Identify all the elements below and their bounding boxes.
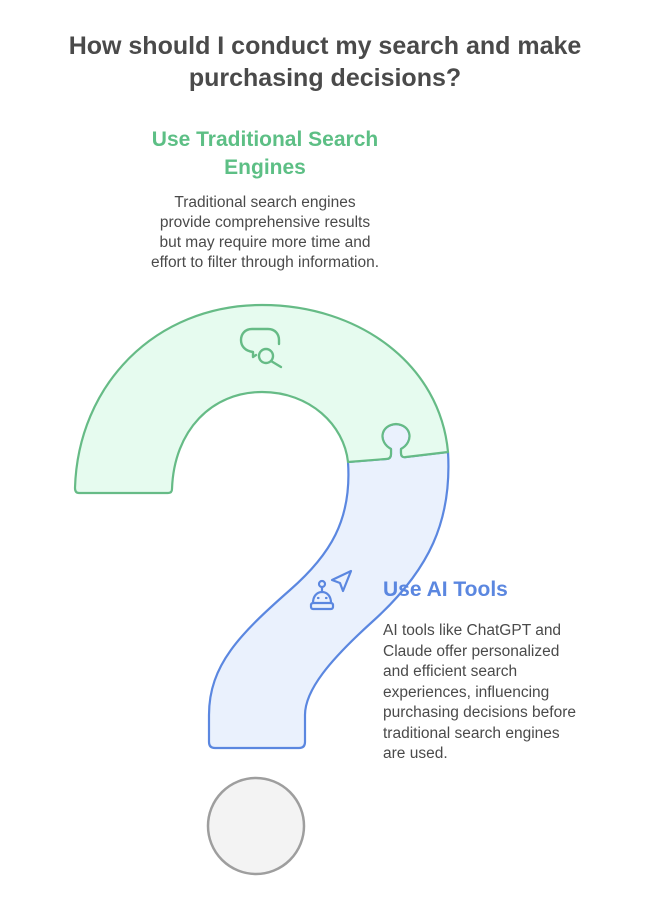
page-title: How should I conduct my search and make … bbox=[0, 30, 650, 94]
heading-line: Use Traditional Search bbox=[151, 128, 379, 151]
traditional-search-heading: Use Traditional Search Engines bbox=[110, 126, 420, 182]
ai-tools-heading: Use AI Tools bbox=[383, 576, 643, 604]
description-line: and efficient search bbox=[383, 663, 518, 680]
description-line: effort to filter through information. bbox=[150, 254, 380, 271]
description-line: provide comprehensive results bbox=[159, 214, 371, 231]
description-line: experiences, influencing bbox=[383, 683, 550, 701]
description-line: AI tools like ChatGPT and bbox=[383, 622, 562, 639]
heading-line: Use AI Tools bbox=[383, 578, 508, 601]
chat-search-icon bbox=[239, 327, 283, 369]
description-line: traditional search engines bbox=[383, 724, 560, 742]
question-mark-dot bbox=[206, 776, 306, 876]
title-line: purchasing decisions? bbox=[188, 64, 462, 92]
description-line: but may require more time and bbox=[159, 234, 371, 251]
robot-send-icon bbox=[309, 569, 353, 611]
description-line: are used. bbox=[383, 745, 448, 762]
description-line: Traditional search engines bbox=[174, 194, 356, 211]
ai-tools-description: AI tools like ChatGPT and Claude offer p… bbox=[383, 621, 633, 765]
description-line: Claude offer personalized bbox=[383, 642, 560, 660]
heading-line: Engines bbox=[224, 156, 306, 179]
title-line: How should I conduct my search and make bbox=[68, 32, 582, 60]
traditional-search-description: Traditional search engines provide compr… bbox=[110, 193, 420, 273]
description-line: purchasing decisions before bbox=[383, 704, 577, 721]
traditional-search-segment bbox=[73, 303, 450, 495]
